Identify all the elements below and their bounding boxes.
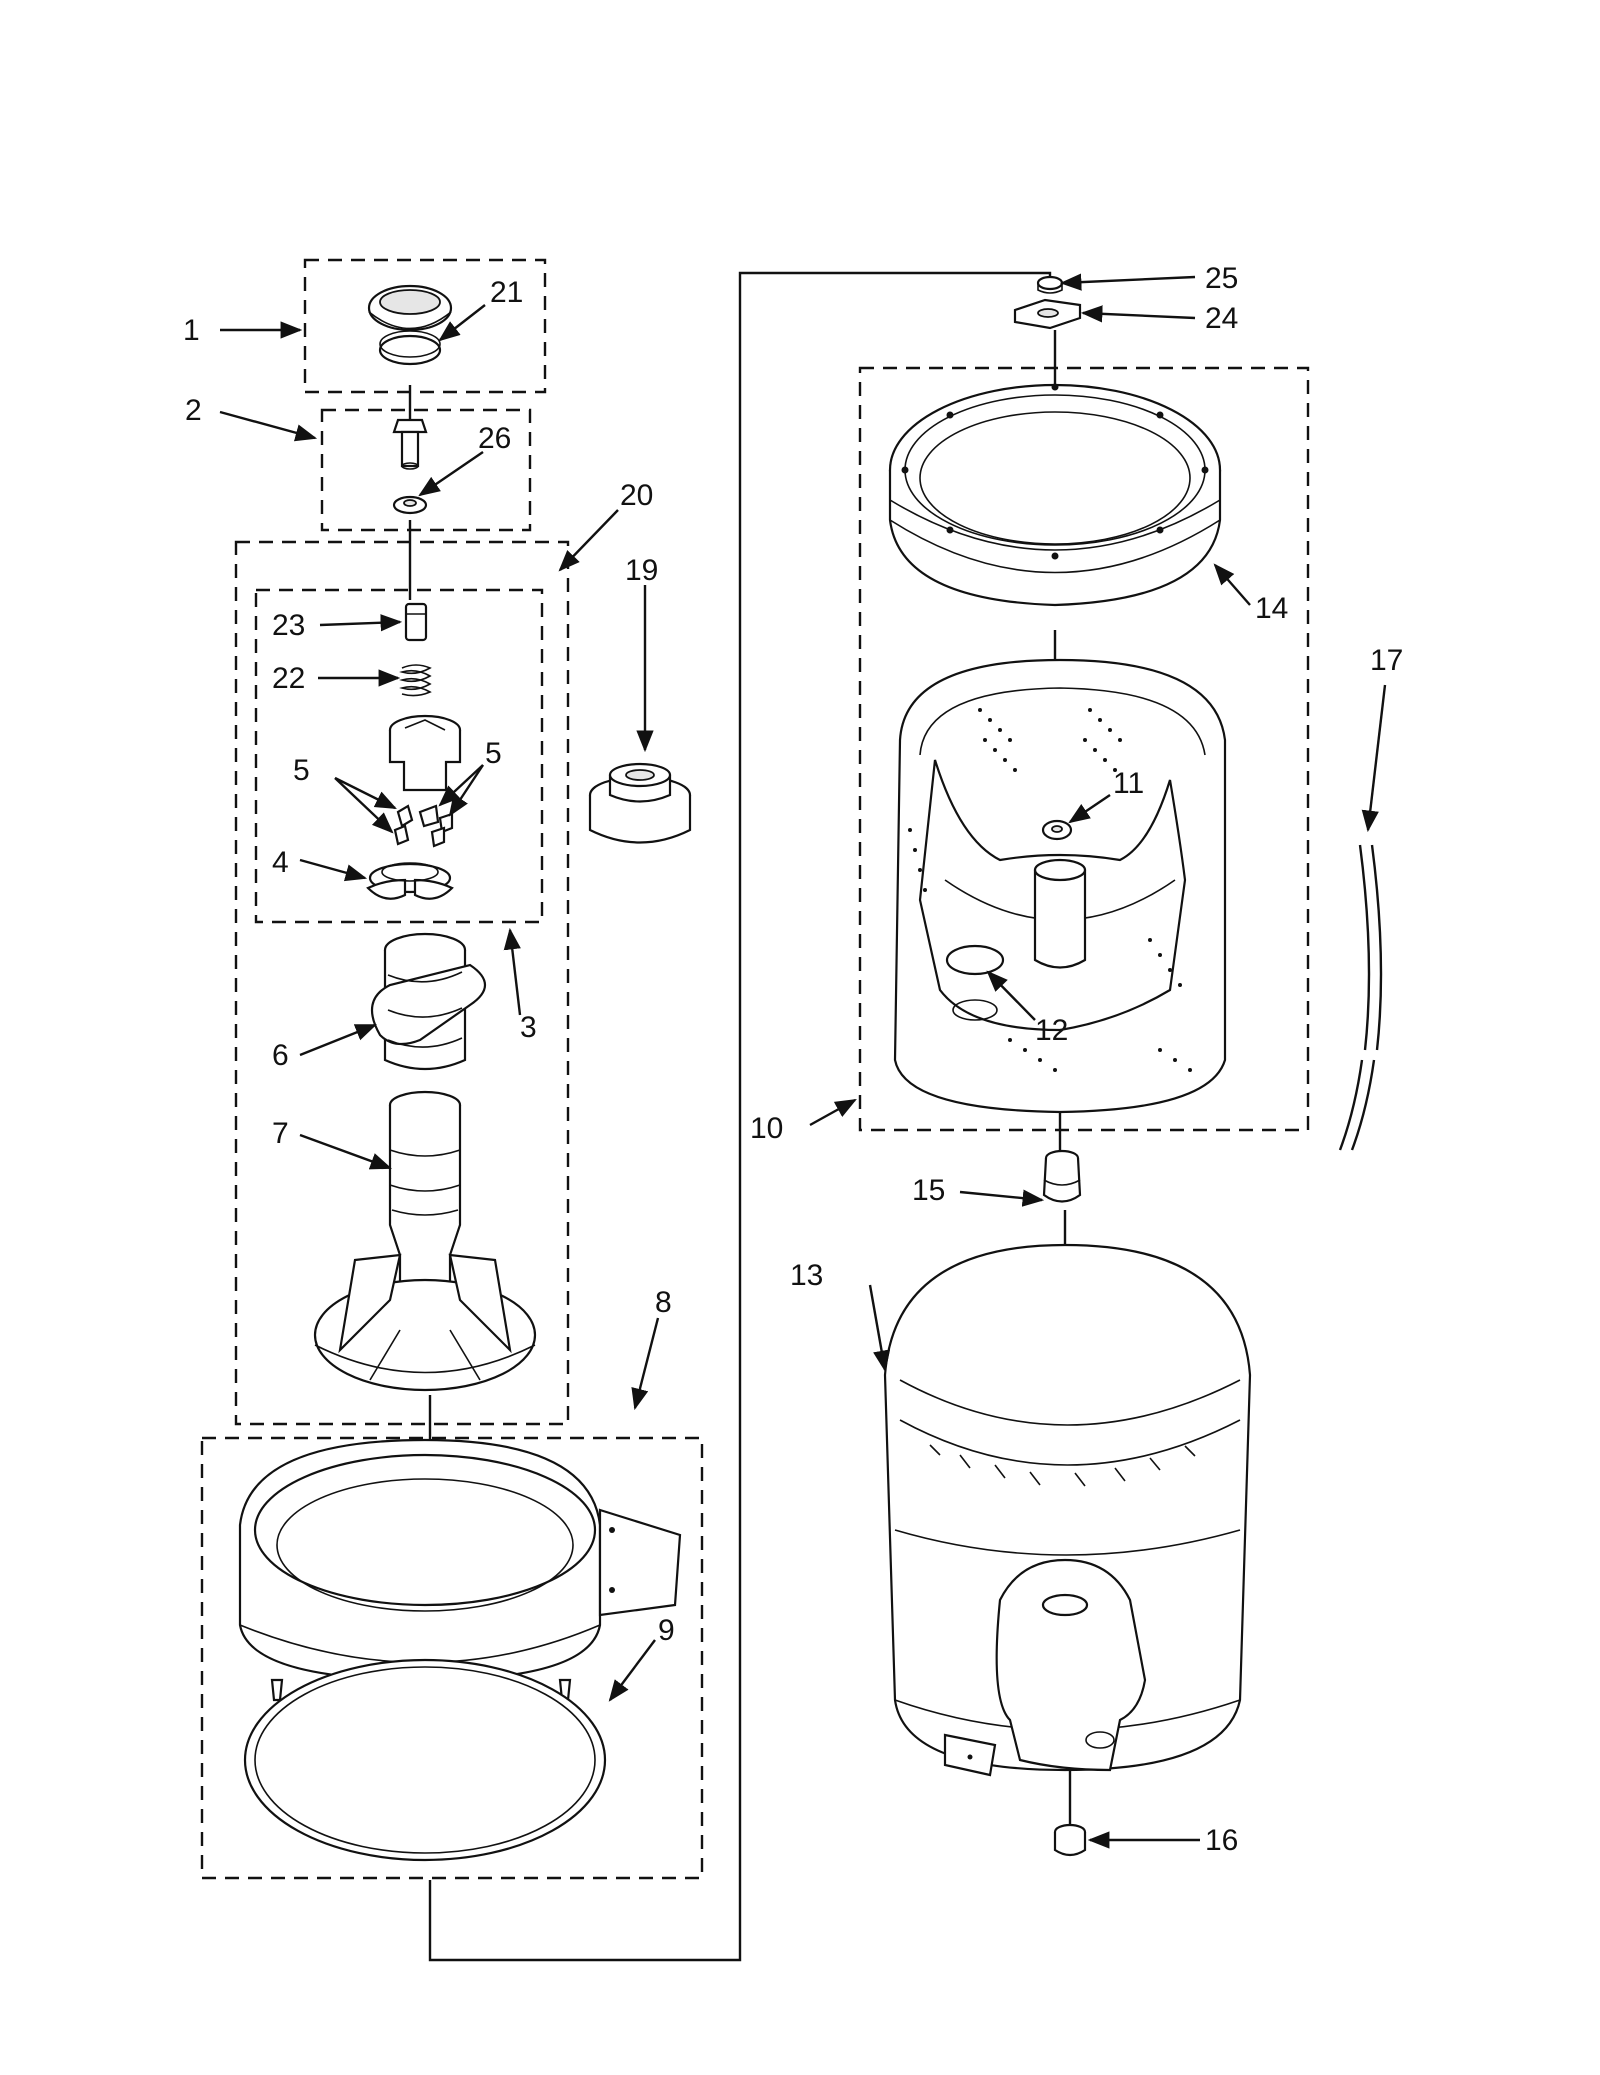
- callout-17: 17: [1370, 644, 1403, 677]
- part-17-hose: [1338, 844, 1383, 1151]
- callout-16: 16: [1205, 1824, 1238, 1857]
- kit-box-1: [303, 258, 547, 394]
- part-16-drain-plug: [1053, 1823, 1087, 1857]
- kit-box-3: [254, 588, 544, 924]
- part-26-washer: [392, 495, 428, 515]
- part-15-hub: [1042, 1149, 1082, 1203]
- callout-15: 15: [912, 1174, 945, 1207]
- callout-9: 9: [658, 1614, 675, 1647]
- callout-20: 20: [620, 479, 653, 512]
- part-6-auger: [370, 932, 487, 1071]
- callout-2: 2: [185, 394, 202, 427]
- kit-boxes: [200, 258, 1310, 1880]
- callout-14: 14: [1255, 592, 1288, 625]
- callout-5-left: 5: [293, 754, 310, 787]
- part-11-nut: [1041, 819, 1073, 841]
- part-agitator-cap: [367, 284, 453, 332]
- basket-perforations: [908, 708, 1192, 1072]
- callout-5-right: 5: [485, 737, 502, 770]
- part-14-balance-ring: [888, 383, 1222, 607]
- kit-box-20: [234, 540, 570, 1426]
- callout-4: 4: [272, 846, 289, 879]
- part-9-seal: [243, 1658, 607, 1862]
- part-4-cam-ring: [366, 862, 454, 900]
- part-2-bolt: [392, 418, 428, 470]
- callout-13: 13: [790, 1259, 823, 1292]
- callout-12: 12: [1035, 1014, 1068, 1047]
- callout-22: 22: [272, 662, 305, 695]
- callout-23: 23: [272, 609, 305, 642]
- part-5-dogs: [393, 804, 454, 848]
- part-21-seal-ring: [378, 330, 442, 366]
- part-7-agitator-base: [313, 1090, 537, 1392]
- part-basket: [893, 658, 1227, 1114]
- kit-box-8: [200, 1436, 704, 1880]
- callout-8: 8: [655, 1286, 672, 1319]
- callout-11: 11: [1113, 767, 1144, 800]
- callout-1: 1: [183, 314, 200, 347]
- tub-slots: [929, 1444, 1196, 1487]
- callout-3: 3: [520, 1011, 537, 1044]
- part-22-spring: [399, 664, 432, 697]
- callout-26: 26: [478, 422, 511, 455]
- part-24-bracket: [1013, 298, 1082, 330]
- callout-25: 25: [1205, 262, 1238, 295]
- callout-7: 7: [272, 1117, 289, 1150]
- part-dog-cam: [388, 714, 462, 792]
- part-13-outer-tub: [883, 1243, 1252, 1777]
- leader-arrows: [219, 273, 1387, 1849]
- callout-6: 6: [272, 1039, 289, 1072]
- callout-24: 24: [1205, 302, 1238, 335]
- kit-box-10: [858, 366, 1310, 1132]
- callout-21: 21: [490, 276, 523, 309]
- part-23-plug: [404, 602, 428, 642]
- part-8-tub-ring: [238, 1438, 682, 1714]
- callout-10: 10: [750, 1112, 783, 1145]
- kit-box-2: [320, 408, 532, 532]
- callout-19: 19: [625, 554, 658, 587]
- part-19-bearing: [588, 762, 692, 844]
- part-25-clip: [1036, 275, 1064, 294]
- callout-labels: 1 2 21 26 20 19 23 22 5 5 4 3 6 7 8 9 10…: [183, 262, 1403, 1857]
